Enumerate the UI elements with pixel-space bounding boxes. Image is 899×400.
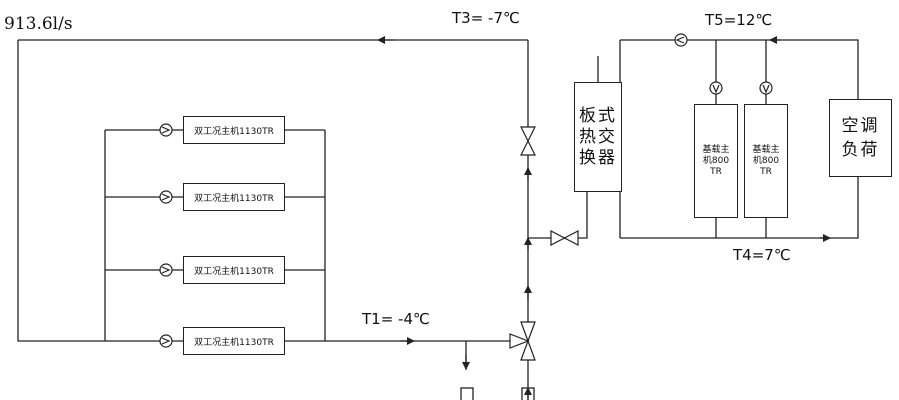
pipe-hx-bottom	[528, 192, 588, 239]
heat-exchanger[interactable]: 板式热交换器	[574, 82, 622, 192]
valve-icon	[550, 230, 579, 246]
heat-exchanger-label: 板式热交换器	[579, 105, 617, 168]
t1-label: T1= -4℃	[362, 310, 430, 328]
three-way-valve-icon	[509, 321, 536, 361]
base-chiller-label: 基载主机800TR	[752, 144, 780, 177]
base-chiller-unit[interactable]: 基载主机800TR	[694, 104, 738, 218]
pipe-secondary-top	[620, 39, 859, 99]
chiller-label: 双工况主机1130TR	[194, 266, 274, 277]
chiller-unit[interactable]: 双工况主机1130TR	[183, 256, 285, 284]
base-chiller-unit[interactable]: 基载主机800TR	[744, 104, 788, 218]
pump-icon	[759, 81, 773, 95]
base-chiller-label: 基载主机800TR	[702, 144, 730, 177]
ac-load[interactable]: 空调负荷	[829, 99, 892, 177]
pump-icon	[159, 123, 173, 137]
pump-icon	[674, 33, 688, 47]
chiller-label: 双工况主机1130TR	[194, 193, 274, 204]
ac-load-label: 空调负荷	[841, 116, 880, 160]
chiller-unit[interactable]: 双工况主机1130TR	[183, 327, 285, 355]
valve-icon	[520, 126, 536, 156]
flow-rate-label: 913.6l/s	[4, 14, 73, 34]
pump-icon	[159, 334, 173, 348]
t3-label: T3= -7℃	[452, 9, 520, 27]
chiller-label: 双工况主机1130TR	[194, 126, 274, 137]
chiller-unit[interactable]: 双工况主机1130TR	[183, 116, 285, 144]
chiller-unit[interactable]: 双工况主机1130TR	[183, 183, 285, 211]
t4-label: T4=7℃	[733, 246, 791, 264]
pump-icon	[159, 190, 173, 204]
pipe-main-left	[17, 40, 105, 342]
chiller-label: 双工况主机1130TR	[194, 337, 274, 348]
t5-label: T5=12℃	[705, 11, 773, 29]
pump-icon	[159, 263, 173, 277]
pipe-secondary-bottom	[620, 177, 859, 239]
pump-icon	[709, 81, 723, 95]
